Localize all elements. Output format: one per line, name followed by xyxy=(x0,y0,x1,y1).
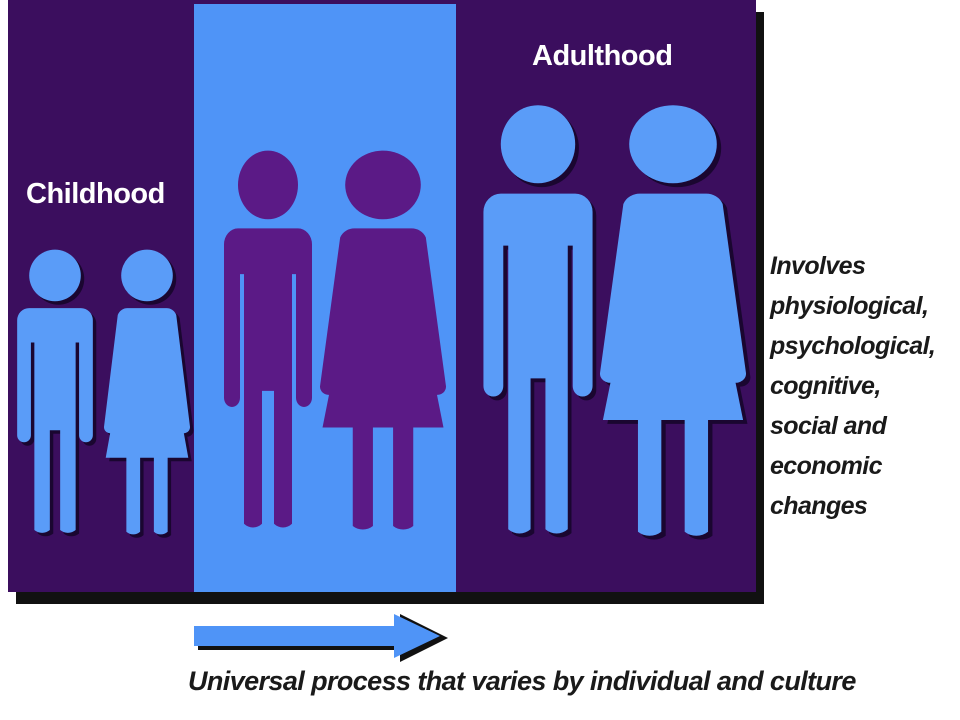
caption: Universal process that varies by individ… xyxy=(188,666,856,696)
teen-boy-icon xyxy=(218,146,318,542)
man-figure xyxy=(483,105,597,538)
man-icon xyxy=(476,100,600,550)
teen-girl-icon xyxy=(319,146,447,542)
woman-icon xyxy=(599,100,751,550)
teen-girl-figure xyxy=(319,150,447,530)
changes-note: Involves physiological, psychological, c… xyxy=(770,252,936,520)
woman-figure xyxy=(599,105,751,540)
adulthood-label: Adulthood xyxy=(532,40,673,72)
girl-figure xyxy=(103,249,194,538)
stages-panel: Childhood Adulthood xyxy=(8,0,756,592)
childhood-label: Childhood xyxy=(26,178,165,210)
progression-arrow-icon xyxy=(194,610,454,667)
boy-figure xyxy=(17,249,97,537)
teen-boy-figure xyxy=(224,150,312,528)
girl-icon xyxy=(103,246,194,544)
boy-icon xyxy=(12,246,98,544)
